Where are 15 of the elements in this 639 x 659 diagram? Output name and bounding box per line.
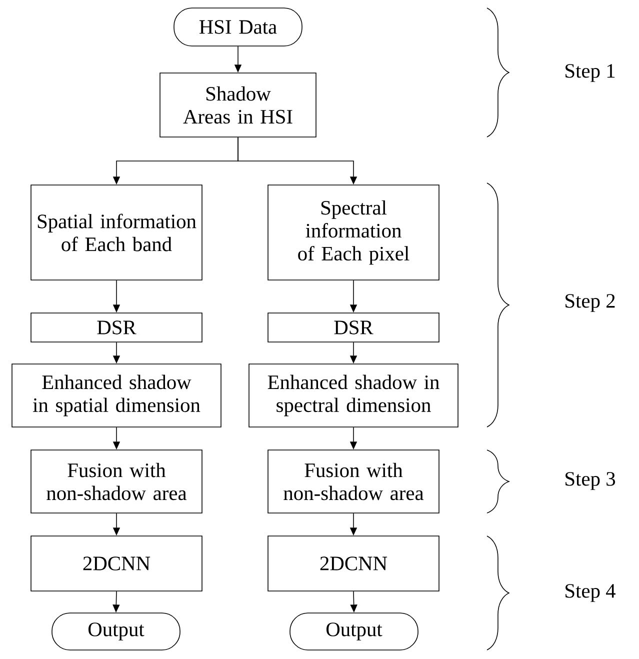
process-box: Fusion with non-shadow area (268, 450, 440, 514)
step-label: Step 4 (566, 584, 616, 602)
process-box: DSR (30, 312, 202, 342)
process-box: Spatial information of Each band (30, 184, 202, 280)
step-label: Step 1 (566, 64, 615, 82)
step-label: Step 2 (566, 294, 615, 312)
process-box: 2DCNN (268, 536, 440, 592)
process-box: Enhanced shadow in spectral dimension (248, 364, 458, 428)
process-box: 2DCNN (30, 536, 202, 592)
process-box: Fusion with non-shadow area (30, 450, 202, 514)
process-box: Enhanced shadow in spatial dimension (12, 364, 222, 428)
process-box: Shadow Areas in HSI (160, 72, 316, 138)
process-box: DSR (268, 312, 440, 342)
step-label: Step 3 (566, 472, 615, 490)
process-box: Spectral information of Each pixel (268, 184, 440, 280)
